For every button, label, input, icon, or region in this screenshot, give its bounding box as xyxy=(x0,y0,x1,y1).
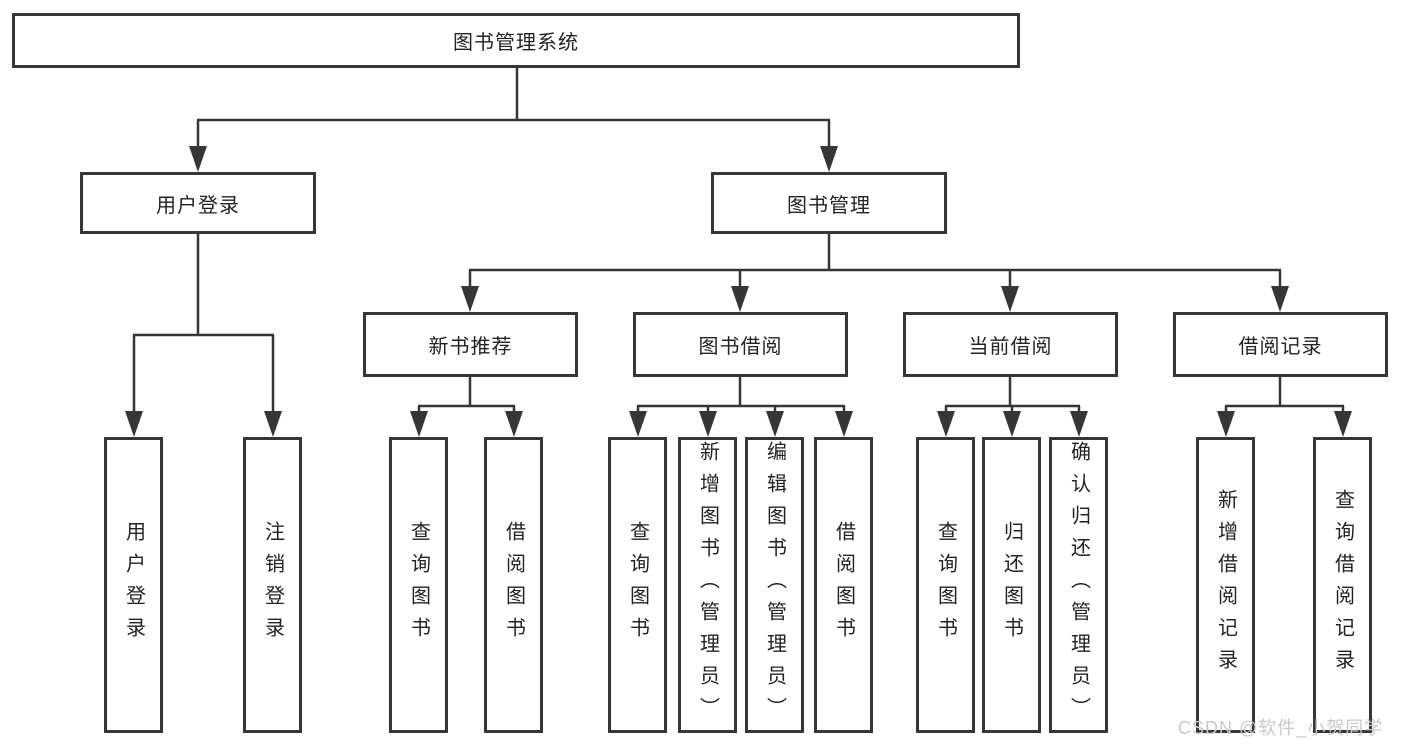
leaf-add-book-admin: 新增图书（管理员） xyxy=(678,437,737,733)
node-user-login-branch: 用户登录 xyxy=(80,172,316,234)
node-new-book-recommend: 新书推荐 xyxy=(363,312,578,377)
leaf-borrow-books-2: 借阅图书 xyxy=(814,437,873,733)
csdn-watermark: CSDN @软件_小贺同学 xyxy=(1178,718,1384,738)
node-book-borrow: 图书借阅 xyxy=(633,312,848,377)
node-label: 用户登录 xyxy=(156,194,240,217)
leaf-label: 确认归还（管理员） xyxy=(1067,441,1090,729)
arrowheads xyxy=(125,146,1352,437)
leaf-label: 借阅图书 xyxy=(832,521,855,649)
leaf-label: 归还图书 xyxy=(1000,521,1023,649)
node-borrow-records: 借阅记录 xyxy=(1173,312,1388,377)
leaf-label: 用户登录 xyxy=(122,521,145,649)
leaf-label: 查询图书 xyxy=(626,521,649,649)
leaf-label: 查询图书 xyxy=(934,521,957,649)
leaf-label: 查询借阅记录 xyxy=(1331,489,1354,681)
leaf-confirm-return-admin: 确认归还（管理员） xyxy=(1049,437,1108,733)
leaf-borrow-books-1: 借阅图书 xyxy=(484,437,543,733)
node-label: 借阅记录 xyxy=(1238,336,1323,358)
leaf-label: 新增图书（管理员） xyxy=(696,441,719,729)
leaf-query-books-2: 查询图书 xyxy=(608,437,667,733)
node-label: 图书管理 xyxy=(787,194,871,217)
node-label: 新书推荐 xyxy=(428,336,513,358)
leaf-label: 新增借阅记录 xyxy=(1214,489,1237,681)
leaf-label: 编辑图书（管理员） xyxy=(763,441,786,729)
leaf-edit-book-admin: 编辑图书（管理员） xyxy=(745,437,804,733)
leaf-user-login: 用户登录 xyxy=(104,437,163,733)
node-root: 图书管理系统 xyxy=(12,13,1020,68)
node-label: 当前借阅 xyxy=(968,336,1053,358)
leaf-query-borrow-record: 查询借阅记录 xyxy=(1313,437,1372,733)
node-root-label: 图书管理系统 xyxy=(453,32,579,54)
leaf-query-books-1: 查询图书 xyxy=(389,437,448,733)
leaf-add-borrow-record: 新增借阅记录 xyxy=(1196,437,1255,733)
leaf-logout: 注销登录 xyxy=(243,437,302,733)
leaf-query-books-3: 查询图书 xyxy=(916,437,975,733)
node-label: 图书借阅 xyxy=(698,336,783,358)
leaf-label: 查询图书 xyxy=(407,521,430,649)
leaf-return-book: 归还图书 xyxy=(982,437,1041,733)
leaf-label: 注销登录 xyxy=(261,521,284,649)
node-current-borrow: 当前借阅 xyxy=(903,312,1118,377)
node-book-management-branch: 图书管理 xyxy=(711,172,947,234)
leaf-label: 借阅图书 xyxy=(502,521,525,649)
